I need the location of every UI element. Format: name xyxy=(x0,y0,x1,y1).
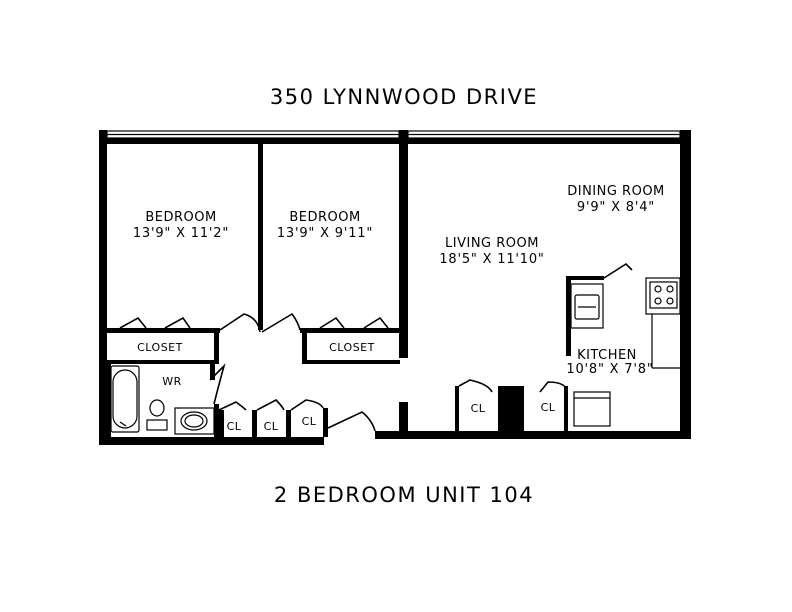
doors xyxy=(209,312,567,432)
living-room-name: LIVING ROOM xyxy=(445,236,539,251)
dining-room-name: DINING ROOM xyxy=(567,184,665,199)
walls xyxy=(99,130,691,445)
bathroom-fixtures xyxy=(110,365,215,435)
cl5-label: CL xyxy=(541,401,556,414)
living-room-dims: 18'5" X 11'10" xyxy=(439,252,544,267)
cl1-label: CL xyxy=(227,420,242,433)
kitchen-dims: 10'8" X 7'8" xyxy=(566,362,653,377)
cl2-label: CL xyxy=(264,420,279,433)
closet2-label: CLOSET xyxy=(329,341,375,354)
address-title: 350 LYNNWOOD DRIVE xyxy=(270,85,538,109)
bedroom2-name: BEDROOM xyxy=(289,210,360,225)
unit-title: 2 BEDROOM UNIT 104 xyxy=(274,483,534,507)
kitchen-fixtures xyxy=(570,277,681,427)
dining-room-dims: 9'9" X 8'4" xyxy=(577,200,655,215)
cl3-label: CL xyxy=(302,415,317,428)
closet-door-marks xyxy=(119,262,633,329)
bedroom1-name: BEDROOM xyxy=(145,210,216,225)
bedroom1-dims: 13'9" X 11'2" xyxy=(133,226,229,241)
wr-label: WR xyxy=(162,375,182,388)
bedroom2-dims: 13'9" X 9'11" xyxy=(277,226,373,241)
cl4-label: CL xyxy=(471,402,486,415)
kitchen-name: KITCHEN xyxy=(577,348,637,363)
closet1-label: CLOSET xyxy=(137,341,183,354)
